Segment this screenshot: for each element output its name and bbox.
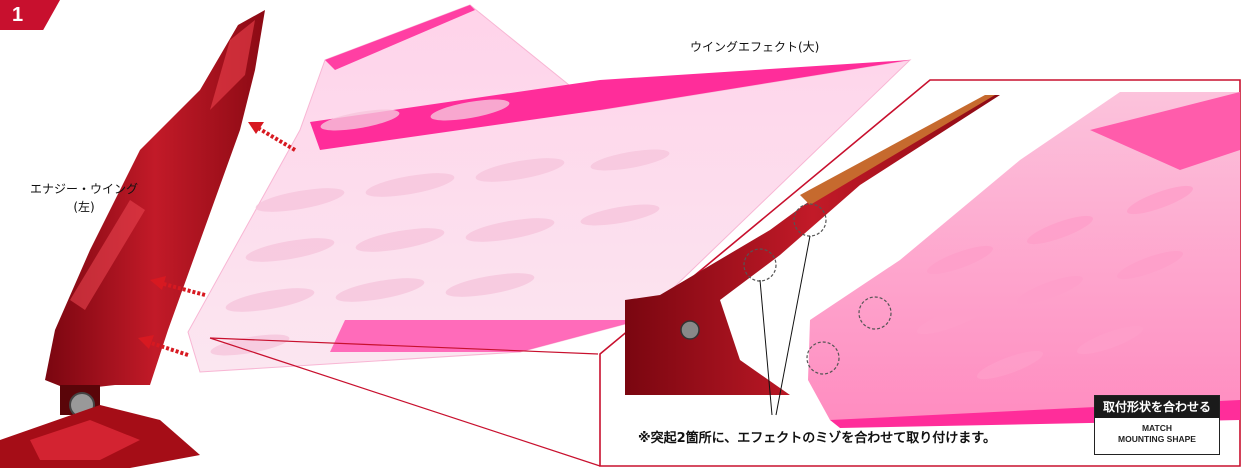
energy-wing-label-line2: (左)	[73, 200, 95, 214]
wing-effect-large-label: ウイングエフェクト(大)	[690, 40, 820, 54]
circle-callout-icon	[793, 203, 827, 237]
circle-callout-icon	[743, 248, 777, 282]
circle-callout-icon	[806, 341, 840, 375]
badge-subtitle-line1: MATCH	[1141, 423, 1173, 433]
zoom-detail-panel	[599, 79, 1241, 467]
badge-subtitle-line2: MOUNTING SHAPE	[1118, 434, 1196, 444]
arrow-icon	[248, 122, 297, 152]
energy-wing-left	[0, 10, 265, 468]
circle-callout-icon	[858, 296, 892, 330]
assembly-note: ※突起2箇所に、エフェクトのミゾを合わせて取り付けます。	[638, 431, 996, 446]
zoom-leader-lines	[209, 337, 601, 467]
badge-subtitle: MATCH MOUNTING SHAPE	[1095, 418, 1219, 445]
energy-wing-label: エナジー・ウイング (左)	[18, 180, 150, 216]
arrow-icon	[138, 335, 189, 357]
badge-title: 取付形状を合わせる	[1095, 396, 1219, 418]
match-mounting-badge: 取付形状を合わせる MATCH MOUNTING SHAPE	[1094, 395, 1220, 455]
energy-wing-label-line1: エナジー・ウイング	[29, 182, 138, 196]
step-number-badge: 1	[0, 0, 60, 30]
arrow-icon	[150, 276, 206, 297]
wing-effect-large	[187, 4, 912, 373]
